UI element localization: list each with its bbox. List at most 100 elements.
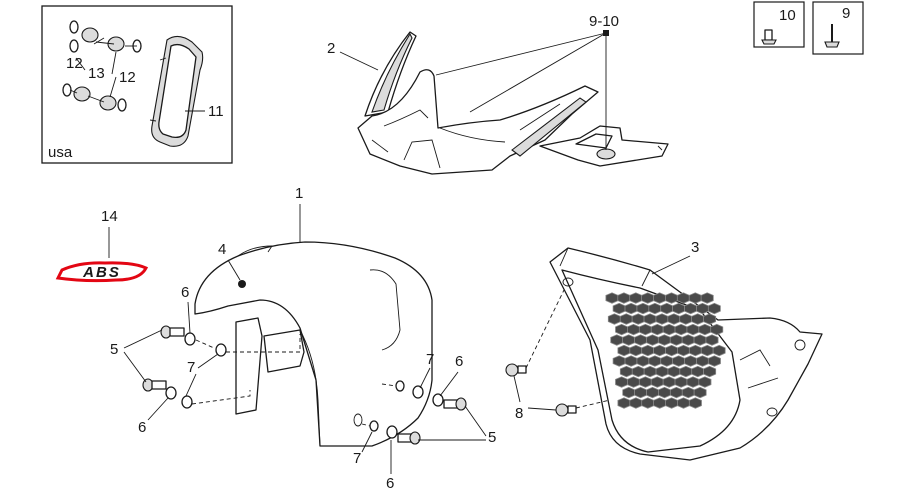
grille-cell xyxy=(665,397,679,409)
callout-4-marker xyxy=(238,280,246,288)
grille-cell xyxy=(707,355,721,367)
grille-cell xyxy=(712,344,726,357)
legend-box-10: 10 xyxy=(753,1,805,48)
grille-cell xyxy=(648,355,662,367)
grille-cell xyxy=(619,313,633,325)
grille-cell xyxy=(643,365,657,378)
grille-cell xyxy=(681,386,695,399)
screw-icon xyxy=(142,378,167,392)
grille-cell xyxy=(693,386,707,399)
grille-cell xyxy=(612,355,626,367)
legend-label-9: 9 xyxy=(842,5,850,22)
callout-4: 4 xyxy=(218,241,226,258)
grille-cell xyxy=(684,302,697,315)
grille-cell xyxy=(624,302,638,315)
grille-cell xyxy=(698,323,712,336)
screw-icon xyxy=(160,325,185,339)
screw-icon xyxy=(555,403,577,417)
legend-label-10: 10 xyxy=(779,7,796,24)
reflector-part xyxy=(149,35,204,147)
grille-cell xyxy=(653,397,667,409)
callout-2: 2 xyxy=(327,40,335,57)
grille-cell xyxy=(653,344,667,357)
radiator-grille-part xyxy=(549,247,823,461)
grille-cell xyxy=(703,313,717,325)
grille-cell xyxy=(700,292,714,304)
grille-cell xyxy=(686,376,700,388)
grille-cell xyxy=(646,334,659,346)
grille-cell xyxy=(679,313,693,325)
washer-icon xyxy=(181,395,193,409)
callout-6-right: 6 xyxy=(455,353,463,370)
grille-cell xyxy=(660,355,674,367)
grille-cell xyxy=(677,397,690,409)
grille-cell xyxy=(605,292,619,304)
washer-icon xyxy=(215,343,227,357)
grille-cell xyxy=(638,323,652,336)
callout-11: 11 xyxy=(208,103,224,120)
legend-box-9: 9 xyxy=(812,1,864,55)
grille-cell xyxy=(660,302,674,315)
grille-cell xyxy=(674,376,688,388)
grille-cell xyxy=(629,292,643,304)
grille-cell xyxy=(653,292,667,304)
front-mudguard-part xyxy=(194,241,433,447)
washer-icon xyxy=(432,393,444,407)
grille-cell xyxy=(691,365,705,378)
grille-cell xyxy=(634,334,648,346)
grille-cell xyxy=(696,355,709,367)
grille-cell xyxy=(693,334,707,346)
grille-cell xyxy=(634,386,648,399)
grille-cell xyxy=(617,397,631,409)
screw-icon xyxy=(824,24,840,48)
grille-cell xyxy=(658,386,671,399)
grille-cell xyxy=(688,292,702,304)
callout-7-left: 7 xyxy=(187,359,195,376)
rivet-icon xyxy=(761,29,777,45)
grille-cell xyxy=(688,397,702,409)
grille-cell xyxy=(700,344,714,357)
grille-cell xyxy=(662,323,676,336)
grille-cell xyxy=(629,344,643,357)
grille-cell xyxy=(691,313,705,325)
grille-cell xyxy=(624,355,638,367)
grille-cell xyxy=(698,376,712,388)
grille-cell xyxy=(619,365,633,378)
grille-cell xyxy=(650,323,664,336)
upper-fairing-part xyxy=(357,31,669,175)
grille-mesh xyxy=(605,292,726,409)
grille-cell xyxy=(631,313,645,325)
abs-decal-text: ABS xyxy=(82,264,121,281)
grille-cell xyxy=(674,323,688,336)
grille-cell xyxy=(655,365,669,378)
grille-cell xyxy=(679,365,693,378)
grille-cell xyxy=(667,365,681,378)
callout-13: 13 xyxy=(88,65,105,82)
grille-cell xyxy=(622,386,636,399)
washer-icon xyxy=(165,386,177,400)
grille-cell xyxy=(622,334,636,346)
grille-cell xyxy=(677,344,690,357)
grille-cell xyxy=(627,376,640,388)
washer-icon xyxy=(369,420,379,432)
grille-cell xyxy=(672,302,686,315)
grille-cell xyxy=(641,344,655,357)
grille-cell xyxy=(615,323,628,336)
grille-cell xyxy=(641,397,655,409)
usa-inset: 12 13 12 11 usa xyxy=(41,5,233,164)
grille-cell xyxy=(636,355,650,367)
callout-5-right: 5 xyxy=(488,429,496,446)
callout-9-10: 9-10 xyxy=(589,13,619,30)
washer-icon xyxy=(184,332,196,346)
callout-3: 3 xyxy=(691,239,699,256)
grille-cell xyxy=(617,344,631,357)
callout-7-bottom: 7 xyxy=(353,450,361,467)
abs-decal: ABS xyxy=(55,261,149,283)
callout-14: 14 xyxy=(101,208,118,225)
grille-cell xyxy=(688,344,702,357)
grille-cell xyxy=(703,365,717,378)
screw-icon xyxy=(505,363,527,377)
grille-cell xyxy=(612,302,626,315)
grille-cell xyxy=(617,292,631,304)
